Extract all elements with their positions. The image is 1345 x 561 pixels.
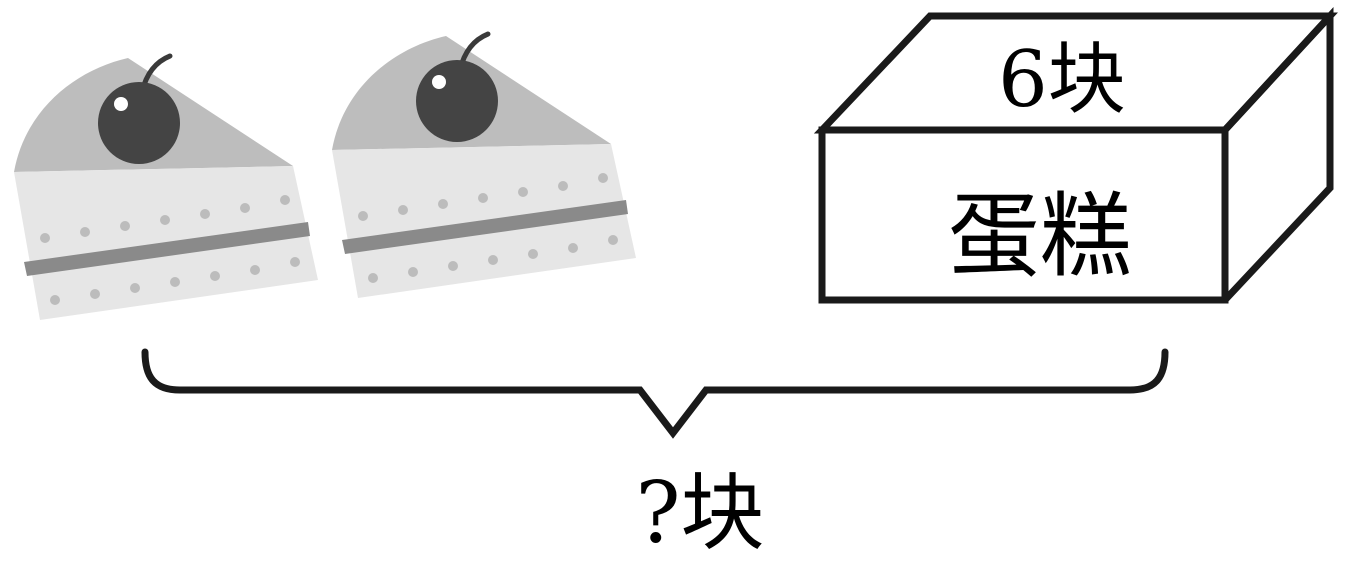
box-side-face: [1222, 7, 1334, 303]
box-front-label: 蛋糕: [948, 183, 1132, 290]
brace: [141, 348, 1169, 439]
box-top-label: 6块: [998, 35, 1126, 125]
cake-slice-2-icon: [332, 31, 636, 298]
box-front-face: [818, 126, 1229, 304]
cake-slice-1-icon: [14, 53, 318, 320]
cake-box: [813, 7, 1338, 304]
brace-label: ?块: [635, 464, 764, 561]
